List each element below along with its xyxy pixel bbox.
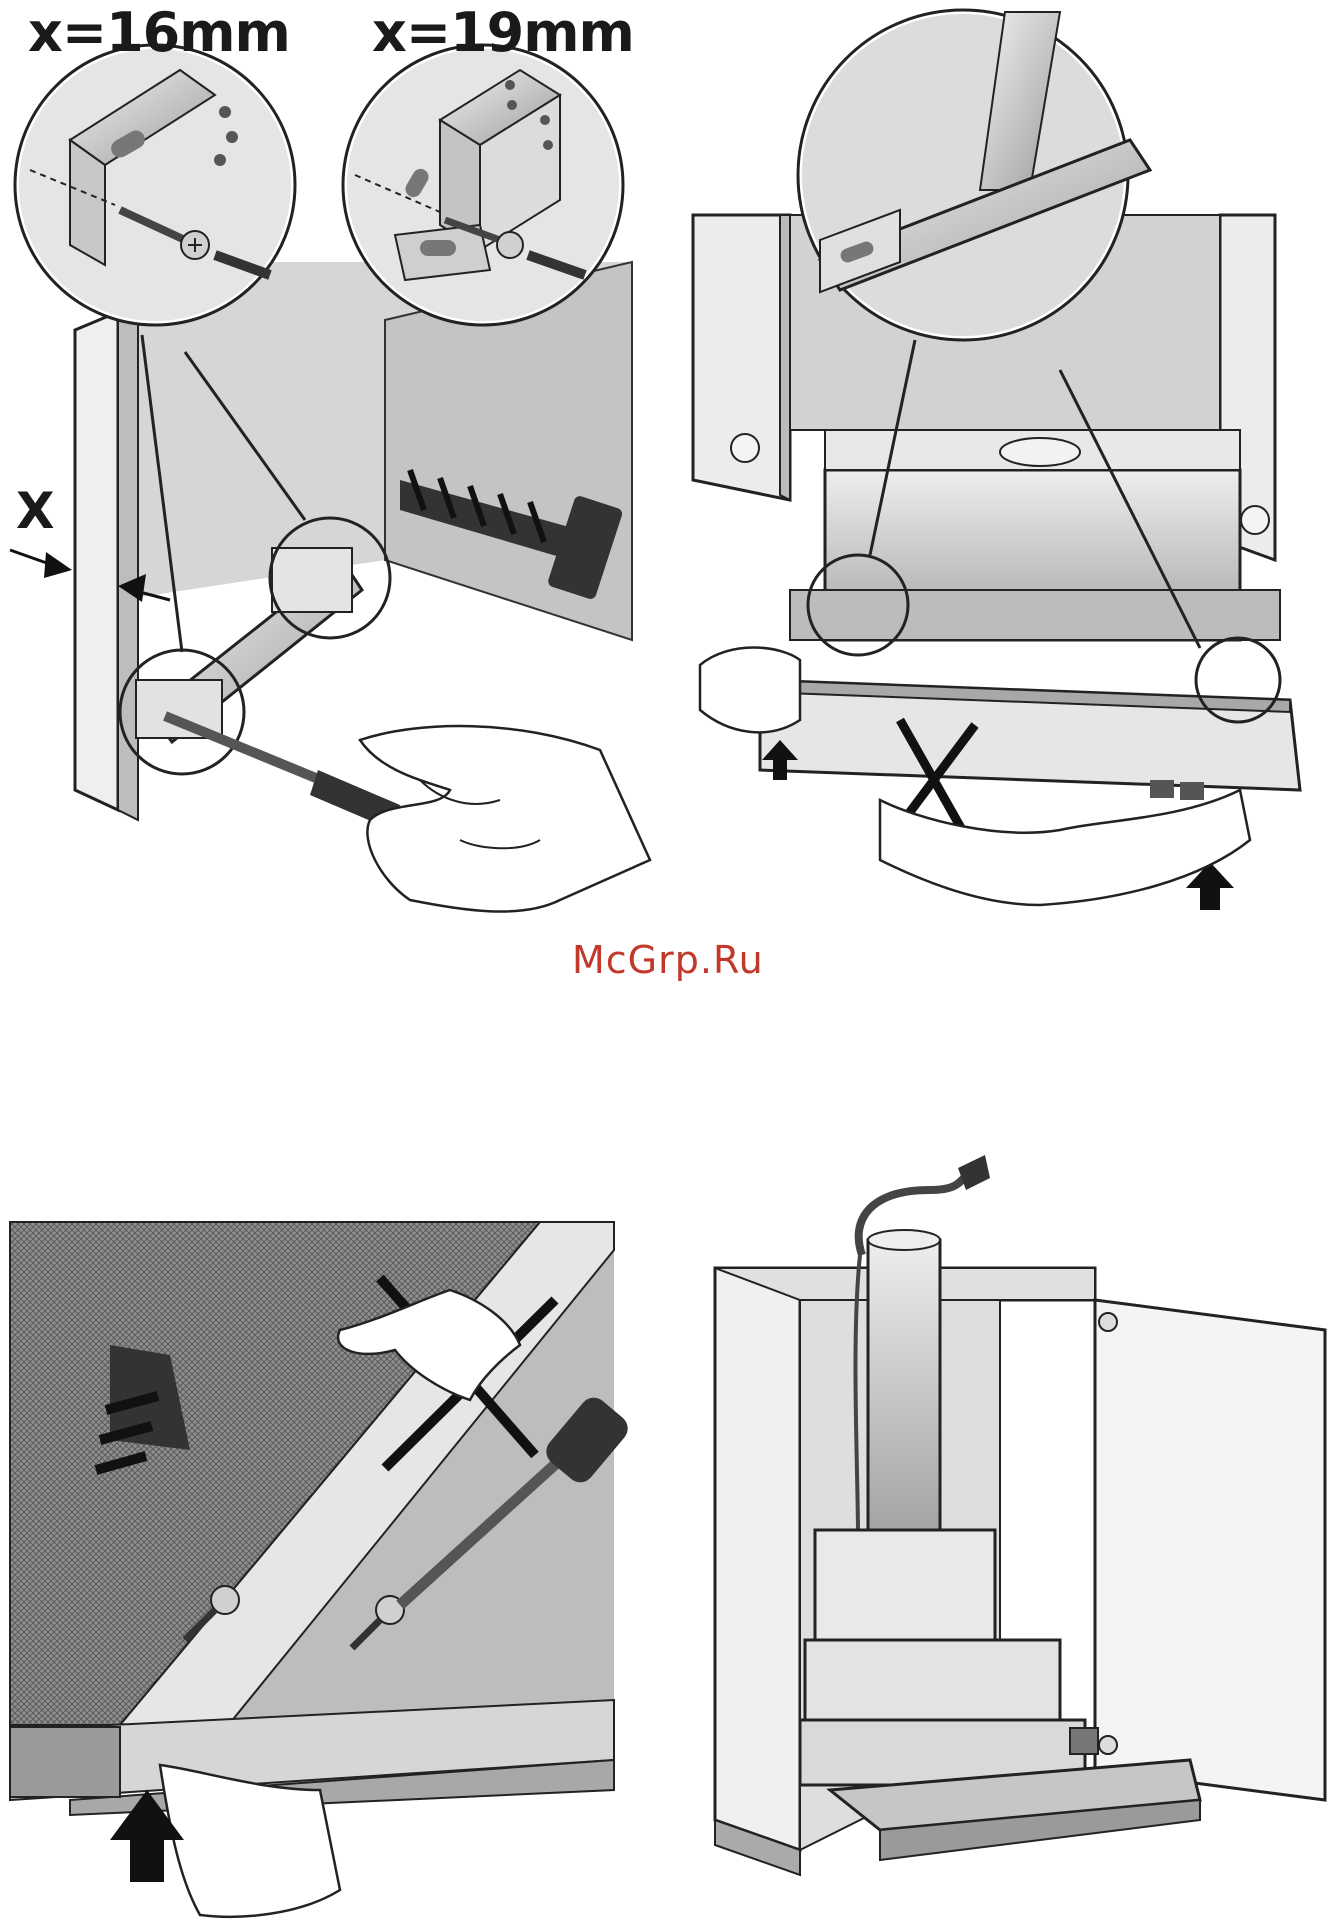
detail-circle-19mm bbox=[343, 45, 623, 325]
cabinet-side-panel bbox=[75, 312, 118, 810]
exhaust-duct bbox=[868, 1240, 940, 1530]
control-switch bbox=[1180, 782, 1204, 800]
control-switch bbox=[1070, 1728, 1098, 1754]
watermark-text[interactable]: McGrp.Ru bbox=[572, 938, 764, 982]
rail-bracket bbox=[272, 548, 352, 612]
rail-end-cap bbox=[10, 1727, 120, 1797]
panel-filter-fixing bbox=[10, 1222, 633, 1917]
cabinet-knob bbox=[1241, 506, 1269, 534]
door-hinge bbox=[1099, 1313, 1117, 1331]
hood-upper-block bbox=[815, 1530, 995, 1640]
panel-installed-hood bbox=[715, 1155, 1325, 1875]
panel-hood-insertion bbox=[693, 10, 1300, 910]
arrow-right-icon bbox=[44, 552, 72, 578]
exhaust-collar bbox=[1000, 438, 1080, 466]
label-x19mm: x=19mm bbox=[372, 6, 634, 60]
label-x-dimension: X bbox=[16, 486, 55, 536]
control-switch bbox=[1150, 780, 1174, 798]
panel-bracket-mounting bbox=[10, 45, 650, 912]
screwdriver-icon bbox=[165, 716, 400, 830]
label-x16mm: x=16mm bbox=[28, 6, 290, 60]
hood-lower-block bbox=[805, 1640, 1060, 1720]
cabinet-door bbox=[1095, 1300, 1325, 1800]
detail-circle-16mm bbox=[15, 45, 295, 325]
hand-icon bbox=[360, 726, 650, 911]
cabinet-knob bbox=[731, 434, 759, 462]
door-hinge bbox=[1099, 1736, 1117, 1754]
